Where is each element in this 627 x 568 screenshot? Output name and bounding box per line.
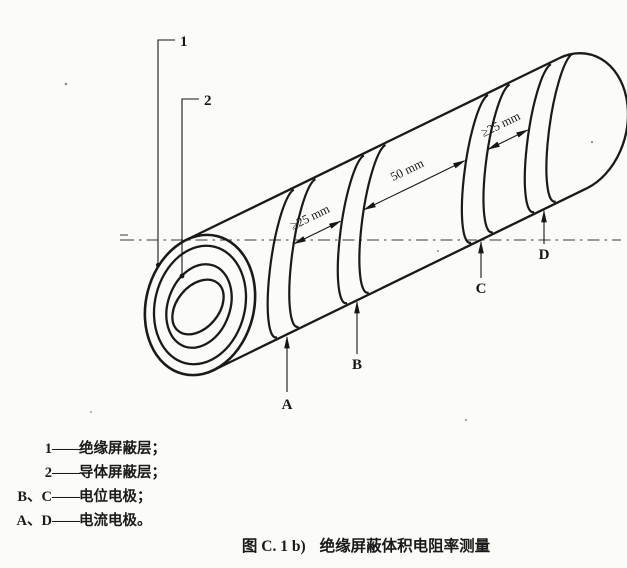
dim-left-arrow-a: [293, 232, 318, 245]
legend-separator: ——: [52, 465, 80, 481]
electrode-c-label: C: [476, 281, 487, 297]
electrode-b-label: B: [352, 357, 362, 373]
legend-separator: ——: [52, 513, 80, 529]
dim-middle-arrow-c: [414, 160, 466, 186]
legend-key: B、C: [17, 489, 52, 505]
cylinder-top-edge: [185, 57, 560, 241]
figure-caption: 图 C. 1 b) 绝缘屏蔽体积电阻率测量: [106, 534, 626, 556]
figure-caption-number: 图 C. 1 b): [241, 538, 306, 555]
legend-row-current-electrodes: A、D——电流电极。: [6, 509, 266, 533]
electrode-a-right-arc: [288, 178, 316, 329]
scan-specks: [64, 82, 594, 421]
legend-term: 导体屏蔽层；: [79, 465, 166, 481]
dim-middle-arrow-b: [363, 184, 415, 210]
legend-key: A、D: [16, 513, 52, 529]
legend-row-conductor-screen: 2——导体屏蔽层；: [6, 461, 266, 485]
electrode-d-right-arc: [545, 52, 574, 203]
legend-key: 2: [44, 465, 52, 481]
legend-term: 电位电极；: [79, 489, 152, 505]
figure-legend: 1——绝缘屏蔽层； 2——导体屏蔽层； B、C——电位电极； A、D——电流电极…: [6, 437, 266, 533]
figure-caption-title: 绝缘屏蔽体积电阻率测量: [319, 538, 491, 555]
electrode-bands: [266, 52, 574, 339]
electrode-a-label: A: [282, 397, 293, 413]
callout-1-leader: [157, 39, 175, 264]
dim-right-arrow-d: [507, 129, 529, 141]
legend-row-insulation-screen: 1——绝缘屏蔽层；: [6, 437, 266, 461]
electrode-b-right-arc: [358, 143, 387, 294]
figure-drawing: ≥25 mm 50 mm ≥25 mm 1 2 A B C D: [64, 34, 627, 421]
callout-leaders: [157, 39, 199, 274]
callout-2-leader: [181, 98, 199, 274]
electrode-d-label: D: [539, 247, 550, 263]
electrode-d-left-arc: [523, 63, 552, 214]
electrode-arrows: [284, 209, 547, 392]
legend-separator: ——: [52, 441, 80, 457]
dimension-lines: [293, 129, 529, 245]
left-face-insulation-screen-ring: [152, 244, 248, 366]
cylinder-bottom-edge: [213, 187, 588, 372]
left-face-conductor-ring: [171, 278, 225, 336]
electrode-b-left-arc: [336, 154, 365, 305]
electrode-c-right-arc: [482, 83, 511, 234]
electrode-a-left-arc: [266, 188, 295, 339]
legend-separator: ——: [52, 489, 80, 505]
left-face-outer-ring: [143, 233, 257, 377]
legend-row-potential-electrodes: B、C——电位电极；: [6, 485, 266, 509]
callout-2-dot: [179, 273, 185, 279]
callout-2-label: 2: [204, 93, 212, 109]
legend-key: 1: [44, 441, 52, 457]
centerline-start-mark: [120, 234, 128, 241]
dim-right-arrow-c: [487, 139, 509, 150]
callout-1-label: 1: [180, 34, 188, 50]
left-face-conductor-screen-ring: [165, 263, 233, 349]
right-end-face-arc: [558, 52, 627, 190]
callout-1-dot: [155, 262, 161, 268]
electrode-c-left-arc: [460, 94, 489, 244]
legend-term: 电流电极。: [79, 513, 152, 529]
cable-cylinder: [143, 52, 627, 377]
dim-left-arrow-b: [317, 220, 342, 233]
legend-term: 绝缘屏蔽层；: [79, 441, 166, 457]
dim-label-middle: 50 mm: [388, 156, 426, 184]
